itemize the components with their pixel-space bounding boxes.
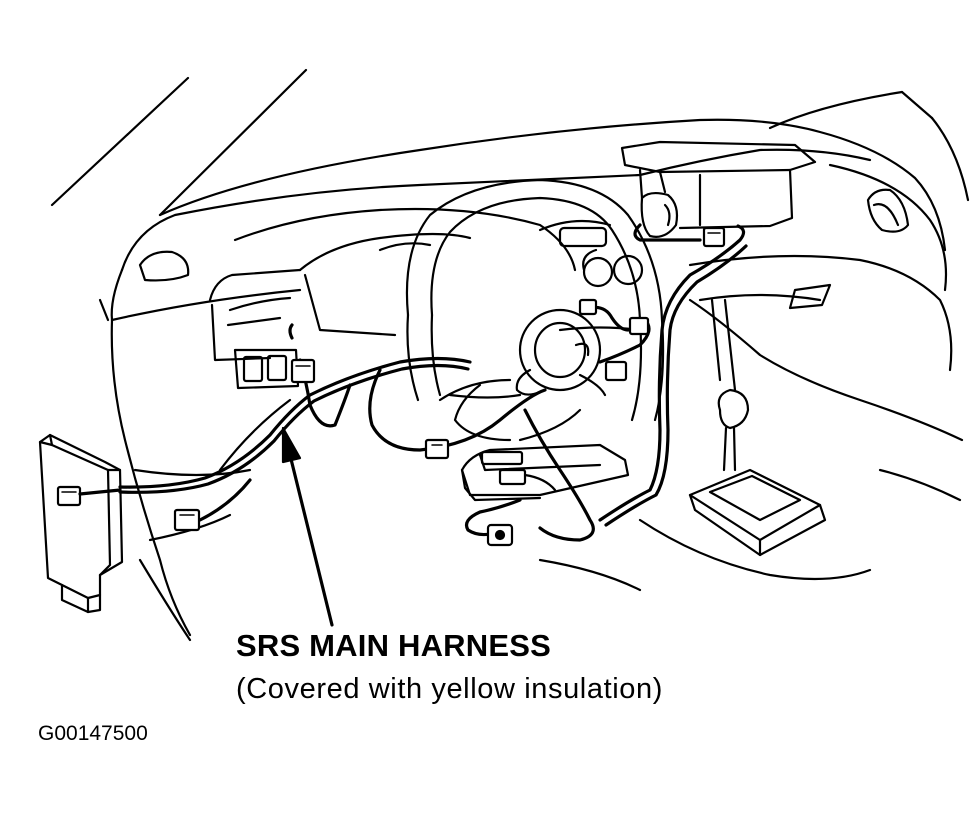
dashboard-body <box>110 118 964 442</box>
callout-arrow <box>281 426 334 627</box>
left-switch-panel <box>210 296 300 390</box>
passenger-airbag <box>620 140 817 238</box>
srs-control-unit <box>38 433 124 614</box>
srs-main-harness <box>118 223 748 542</box>
steering-wheel <box>405 178 665 442</box>
callout-title: SRS MAIN HARNESS <box>236 628 551 663</box>
windshield-pillars <box>50 68 970 217</box>
srs-unit <box>460 443 630 502</box>
figure-id: G00147500 <box>38 722 148 745</box>
harness-connectors <box>173 226 726 547</box>
floor-outline <box>138 468 962 642</box>
callout-note: (Covered with yellow insulation) <box>236 673 663 705</box>
instrument-cluster <box>208 207 644 337</box>
gear-selector <box>688 388 827 557</box>
